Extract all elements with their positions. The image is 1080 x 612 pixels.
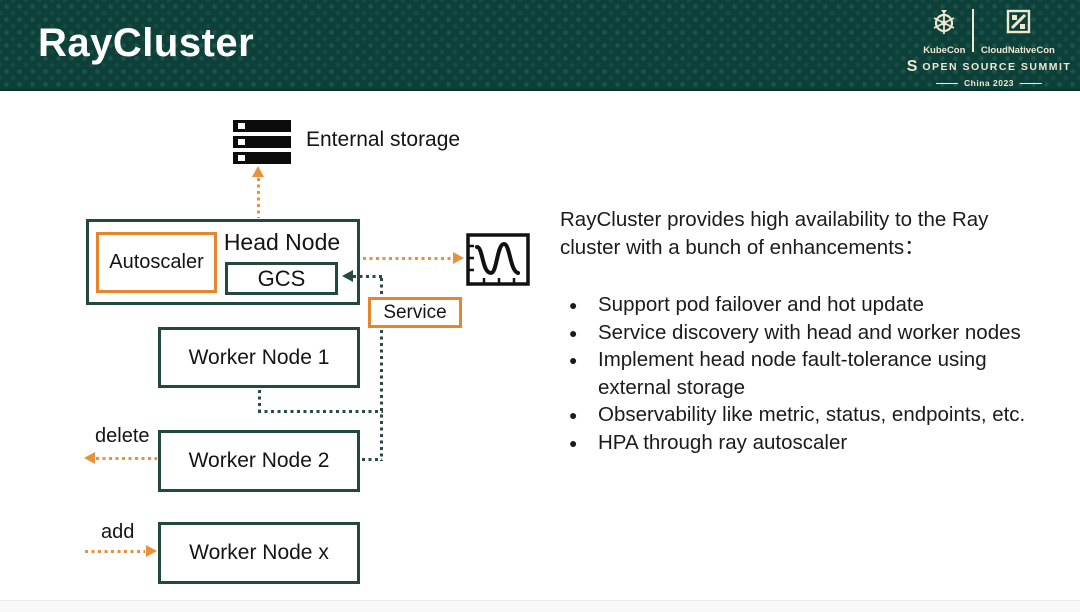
conference-logo-block: KubeCon CloudNativeCon S OPEN SOURCE SUM… xyxy=(907,7,1070,88)
autoscaler-box: Autoscaler xyxy=(96,232,217,293)
kubecon-label: KubeCon xyxy=(923,45,966,56)
arrowhead-to-gcs xyxy=(342,270,353,282)
logo-divider xyxy=(972,9,974,52)
line-headnode-to-storage xyxy=(257,178,260,218)
arrowhead-to-metrics xyxy=(453,252,464,264)
worker-node-1-label: Worker Node 1 xyxy=(188,345,330,369)
page-title: RayCluster xyxy=(38,21,255,65)
location-label: China 2023 xyxy=(964,78,1014,88)
line-service-vertical xyxy=(380,278,383,461)
enhancements-list: Support pod failover and hot update Serv… xyxy=(560,291,1046,457)
autoscaler-label: Autoscaler xyxy=(109,251,204,273)
list-item: HPA through ray autoscaler xyxy=(560,429,1046,456)
kubernetes-helm-wheel-icon xyxy=(929,7,959,42)
line-worker1-to-service xyxy=(258,410,383,413)
list-item: Support pod failover and hot update xyxy=(560,291,1046,319)
delete-label: delete xyxy=(95,425,150,447)
location-line-left xyxy=(936,82,959,84)
arrowhead-to-storage xyxy=(252,166,264,177)
list-item: Observability like metric, status, endpo… xyxy=(560,401,1046,429)
location-line-right xyxy=(1019,82,1042,84)
arrowhead-add xyxy=(146,545,157,557)
head-node-label: Head Node xyxy=(223,229,341,255)
cloudnative-cube-icon xyxy=(1003,7,1033,42)
worker-node-2-box: Worker Node 2 xyxy=(158,430,360,492)
metrics-waveform-icon xyxy=(466,233,530,291)
external-storage-icon xyxy=(233,120,293,169)
line-add xyxy=(85,550,145,553)
service-box: Service xyxy=(368,297,462,328)
worker-node-2-label: Worker Node 2 xyxy=(188,449,330,472)
service-label: Service xyxy=(383,301,447,323)
line-delete xyxy=(96,457,157,460)
worker-node-x-box: Worker Node x xyxy=(158,522,360,584)
gcs-box: GCS xyxy=(225,262,338,295)
cloudnativecon-label: CloudNativeCon xyxy=(980,45,1055,56)
line-worker1-down xyxy=(258,390,261,412)
add-label: add xyxy=(101,521,135,543)
event-location: China 2023 xyxy=(914,78,1064,88)
line-headnode-to-metrics xyxy=(363,257,453,260)
summit-s-icon: S xyxy=(906,58,918,75)
list-item: Implement head node fault-tolerance usin… xyxy=(560,346,1046,401)
line-service-to-worker2 xyxy=(362,458,382,461)
slide-header: RayCluster xyxy=(0,0,1080,91)
worker-node-x-label: Worker Node x xyxy=(189,541,329,564)
open-source-summit-logo: S OPEN SOURCE SUMMIT xyxy=(907,59,1070,75)
gcs-label: GCS xyxy=(257,265,306,291)
summit-label: OPEN SOURCE SUMMIT xyxy=(922,61,1072,73)
list-item: Service discovery with head and worker n… xyxy=(560,319,1046,346)
line-service-to-gcs xyxy=(353,275,383,278)
arrowhead-delete xyxy=(84,452,95,464)
bottom-strip xyxy=(0,600,1080,612)
intro-paragraph: RayCluster provides high availability to… xyxy=(560,208,989,259)
kubecon-logo: KubeCon xyxy=(916,7,972,56)
worker-node-1-box: Worker Node 1 xyxy=(158,327,360,388)
cloudnativecon-logo: CloudNativeCon xyxy=(974,7,1062,56)
external-storage-label: Enternal storage xyxy=(306,128,461,151)
